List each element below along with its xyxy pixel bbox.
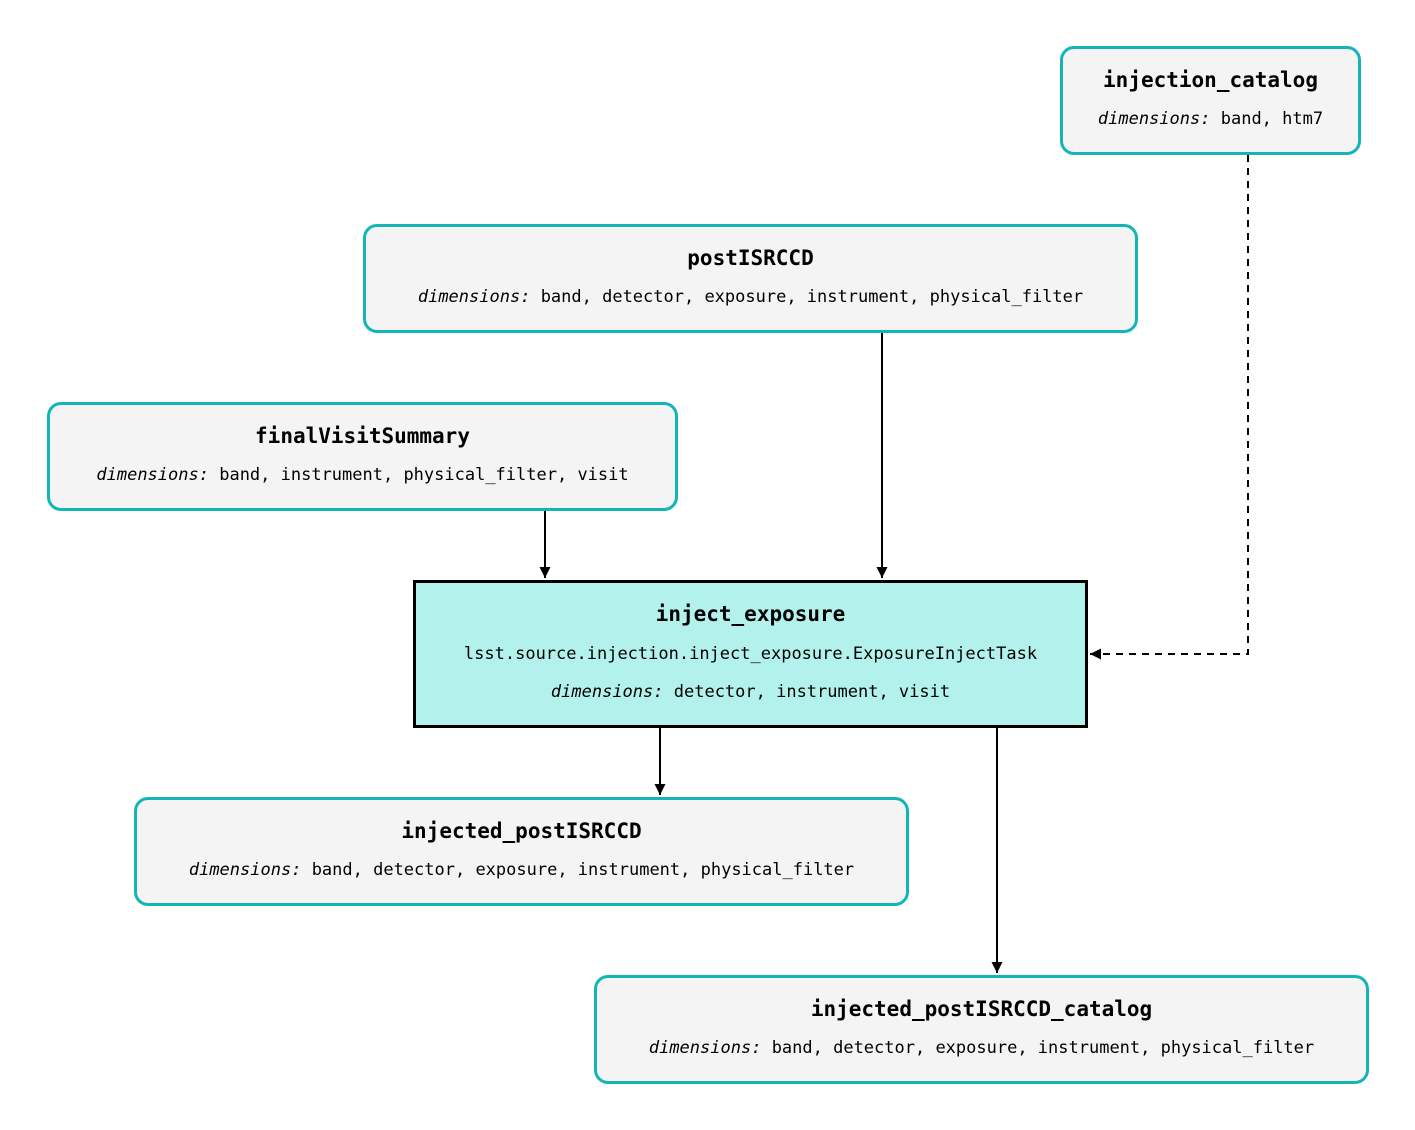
node-title: injected_postISRCCD: [401, 819, 642, 843]
node-dimensions: dimensions: band, detector, exposure, in…: [137, 860, 906, 880]
node-title: finalVisitSummary: [255, 424, 470, 448]
node-injection-catalog[interactable]: injection_catalog dimensions: band, htm7: [1060, 46, 1361, 155]
dimensions-label: dimensions:: [417, 287, 531, 307]
dimensions-label: dimensions:: [96, 465, 209, 485]
node-injected-postisrccd-catalog[interactable]: injected_postISRCCD_catalog dimensions: …: [594, 975, 1369, 1084]
dimensions-label: dimensions:: [648, 1038, 762, 1058]
node-title: injection_catalog: [1103, 68, 1318, 92]
node-inject-exposure[interactable]: inject_exposure lsst.source.injection.in…: [413, 580, 1088, 728]
dimensions-value: band, detector, exposure, instrument, ph…: [311, 860, 855, 880]
node-postisrccd[interactable]: postISRCCD dimensions: band, detector, e…: [363, 224, 1138, 333]
node-injected-postisrccd[interactable]: injected_postISRCCD dimensions: band, de…: [134, 797, 909, 906]
node-dimensions: dimensions: band, detector, exposure, in…: [366, 287, 1135, 307]
dimensions-value: band, htm7: [1220, 109, 1324, 129]
node-dimensions: dimensions: band, detector, exposure, in…: [597, 1038, 1366, 1058]
node-task-class: lsst.source.injection.inject_exposure.Ex…: [463, 644, 1038, 664]
node-dimensions: dimensions: band, htm7: [1063, 109, 1358, 129]
dimensions-value: band, detector, exposure, instrument, ph…: [771, 1038, 1315, 1058]
dimensions-label: dimensions:: [1097, 109, 1211, 129]
node-finalvisitsummary[interactable]: finalVisitSummary dimensions: band, inst…: [47, 402, 678, 511]
dimensions-label: dimensions:: [188, 860, 302, 880]
edge-injection-catalog-to-inject-exposure: [1090, 155, 1249, 660]
dimensions-value: detector, instrument, visit: [673, 682, 951, 702]
dimensions-value: band, detector, exposure, instrument, ph…: [540, 287, 1084, 307]
node-title: injected_postISRCCD_catalog: [810, 997, 1153, 1021]
node-dimensions: dimensions: detector, instrument, visit: [416, 682, 1085, 702]
node-title: postISRCCD: [687, 246, 814, 270]
node-title: inject_exposure: [655, 602, 846, 626]
node-dimensions: dimensions: band, instrument, physical_f…: [50, 465, 675, 485]
dimensions-label: dimensions:: [550, 682, 664, 702]
dimensions-value: band, instrument, physical_filter, visit: [219, 465, 629, 485]
